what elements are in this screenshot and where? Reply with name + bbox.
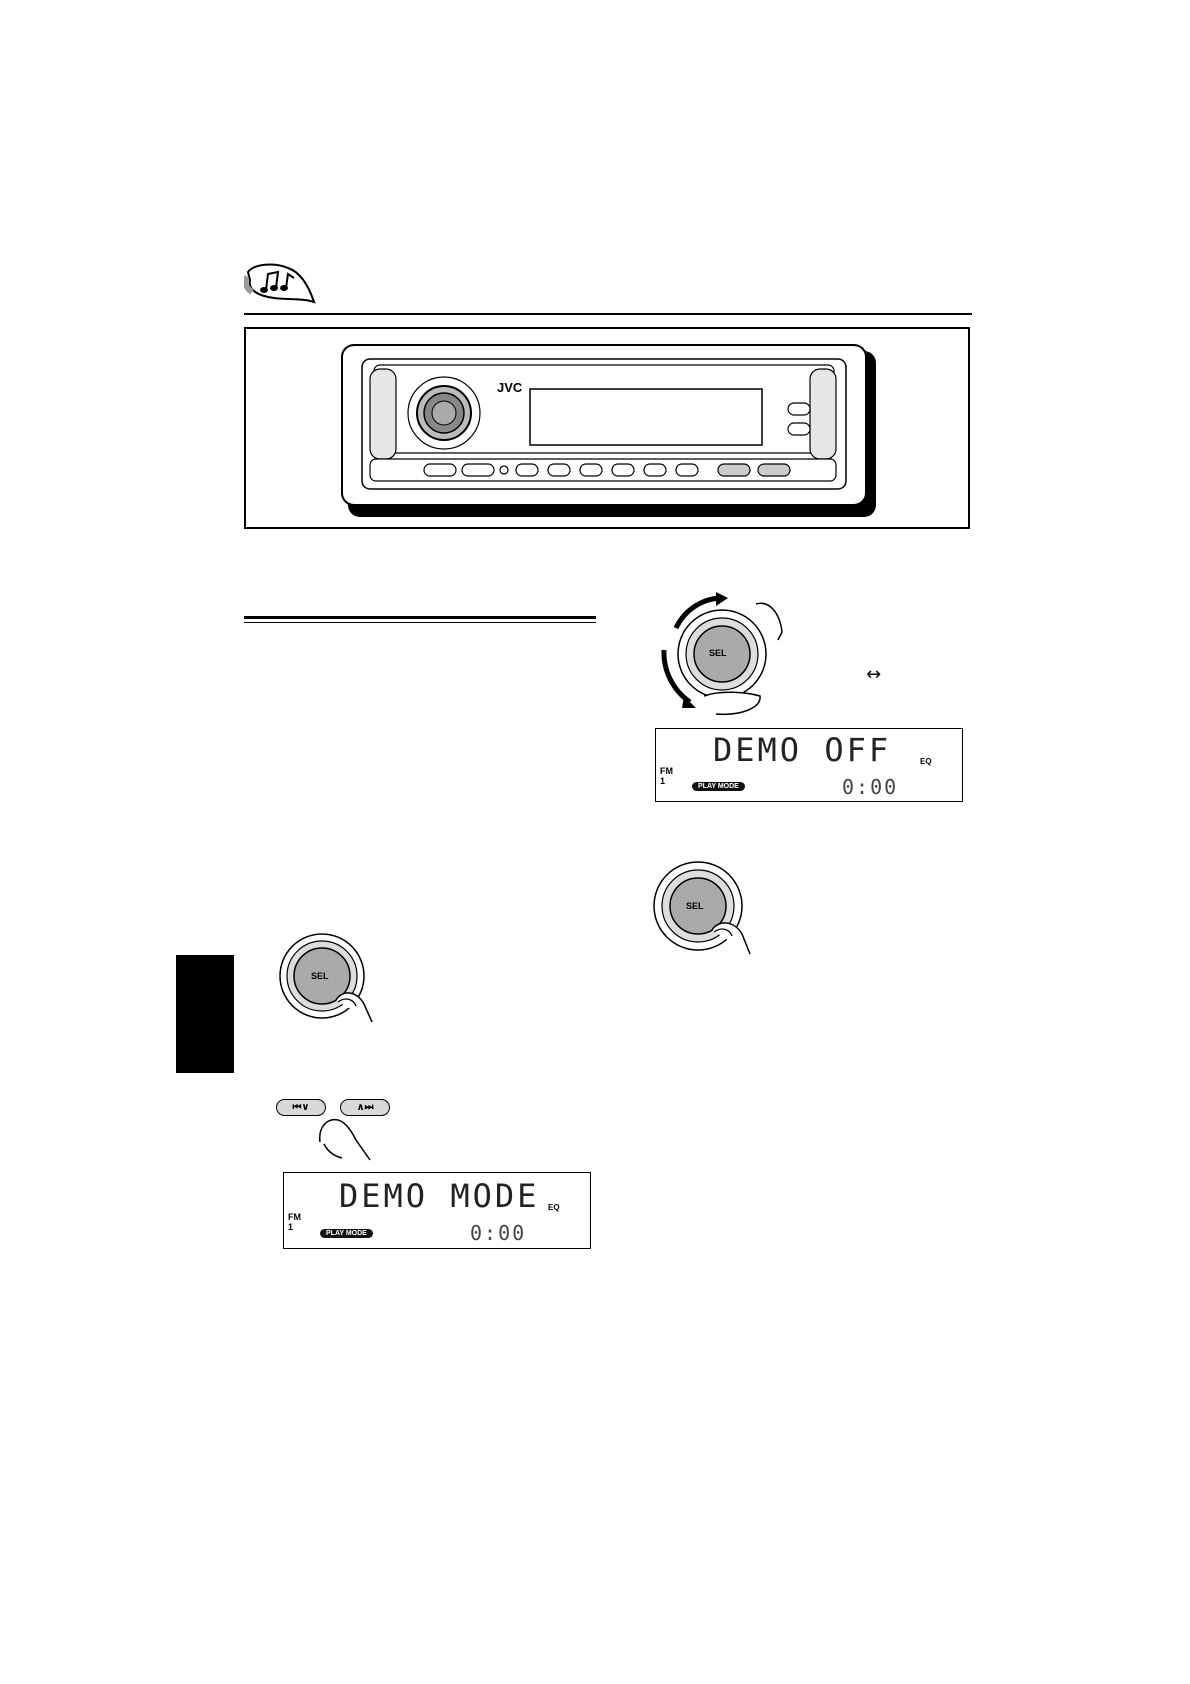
sel-dial-press-illustration <box>276 930 376 1030</box>
radio-brand-logo: JVC <box>497 380 523 395</box>
lcd-preset: 1 <box>288 1222 294 1232</box>
language-side-tab <box>176 955 234 1073</box>
lcd-digits: 0:00 <box>470 1221 527 1245</box>
lcd-demo-mode: DEMO MODE FM 1 PLAY MODE EQ 0:00 <box>283 1172 591 1249</box>
lcd-band: FM <box>660 766 673 776</box>
sel-dial-rotate-illustration <box>650 590 800 720</box>
lcd-preset: 1 <box>660 776 666 786</box>
section-heading-rule <box>244 616 596 619</box>
prev-down-button[interactable]: ⏮∨ <box>276 1099 326 1116</box>
sel-dial-press-illustration-2 <box>650 860 760 960</box>
finger-press-icon <box>316 1114 376 1166</box>
lcd-band: FM <box>288 1212 301 1222</box>
header-rule <box>244 313 972 315</box>
music-notes-icon <box>242 262 316 310</box>
lcd-eq: EQ <box>548 1203 560 1212</box>
sel-label-left: SEL <box>311 971 329 981</box>
lcd-play-mode: PLAY MODE <box>320 1229 373 1238</box>
lcd-demo-off: DEMO OFF FM 1 PLAY MODE EQ 0:00 <box>655 728 963 802</box>
section-heading-rule-thin <box>244 622 596 623</box>
lcd-main-text: DEMO MODE <box>339 1177 540 1215</box>
lcd-play-mode: PLAY MODE <box>692 782 745 791</box>
sel-label-right: SEL <box>686 901 704 911</box>
sel-label-rotate: SEL <box>709 648 727 658</box>
radio-figure-frame <box>244 327 970 529</box>
toggle-arrow-icon: ↔ <box>866 664 882 685</box>
lcd-main-text: DEMO OFF <box>713 731 892 769</box>
lcd-digits: 0:00 <box>842 775 899 799</box>
lcd-eq: EQ <box>920 757 932 766</box>
up-next-button[interactable]: ∧⏭ <box>340 1099 390 1116</box>
radio-faceplate-illustration <box>340 343 880 519</box>
